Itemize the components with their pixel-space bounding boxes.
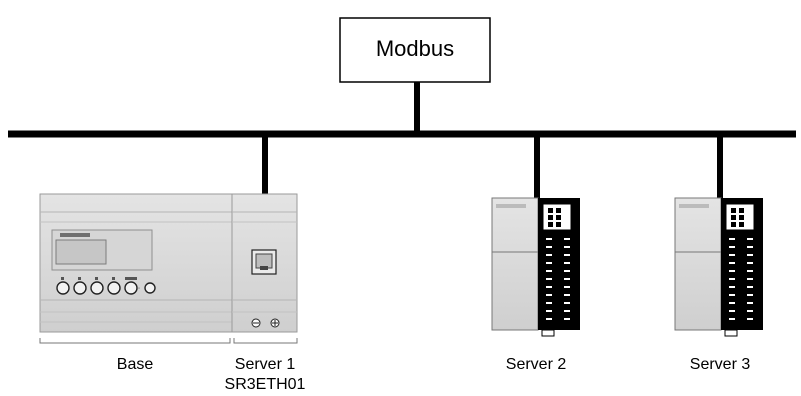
button-icon [90, 281, 104, 295]
button-icon [73, 281, 87, 295]
server1-bracket [233, 338, 298, 344]
lcd-screen [55, 239, 107, 265]
server1-model-label: SR3ETH01 [225, 376, 306, 393]
server2-label: Server 2 [506, 356, 567, 373]
base-label: Base [117, 356, 154, 373]
server2-module [491, 197, 580, 337]
server1-module [231, 193, 298, 333]
button-icon [144, 282, 156, 294]
screw-terminal-icon [251, 318, 280, 328]
brand-mark [60, 233, 90, 237]
server3-module [674, 197, 763, 337]
base-bracket [39, 338, 231, 344]
button-icon [124, 281, 138, 295]
button-icon [107, 281, 121, 295]
modbus-node: Modbus [339, 17, 491, 83]
ethernet-port-icon [251, 249, 277, 275]
modbus-label: Modbus [376, 36, 454, 61]
server3-label: Server 3 [690, 356, 751, 373]
button-icon [56, 281, 70, 295]
server1-label: Server 1 [235, 356, 296, 373]
base-module [39, 193, 233, 333]
